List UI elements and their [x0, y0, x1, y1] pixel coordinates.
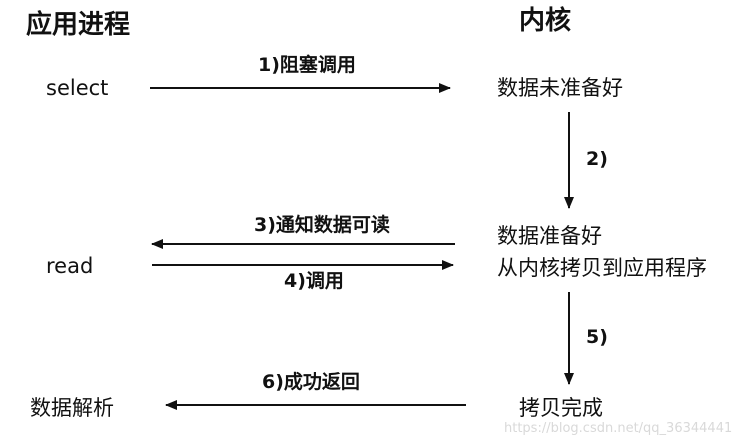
watermark-text: https://blog.csdn.net/qq_36344441: [504, 421, 733, 436]
step-1-label: 1)阻塞调用: [258, 54, 356, 76]
read-label: read: [46, 254, 94, 278]
step-2-label: 2): [586, 148, 608, 170]
data-ready-label: 数据准备好: [497, 224, 602, 248]
kernel-header: 内核: [519, 6, 572, 36]
select-label: select: [46, 76, 109, 100]
copy-to-app-label: 从内核拷贝到应用程序: [497, 256, 707, 280]
step-3-label: 3)通知数据可读: [254, 214, 390, 236]
step-5-label: 5): [586, 326, 608, 348]
data-not-ready-label: 数据未准备好: [497, 76, 623, 100]
app-process-header: 应用进程: [26, 10, 131, 40]
copy-done-label: 拷贝完成: [519, 396, 603, 420]
data-parse-label: 数据解析: [30, 396, 114, 420]
step-6-label: 6)成功返回: [262, 371, 360, 393]
step-4-label: 4)调用: [284, 270, 344, 292]
